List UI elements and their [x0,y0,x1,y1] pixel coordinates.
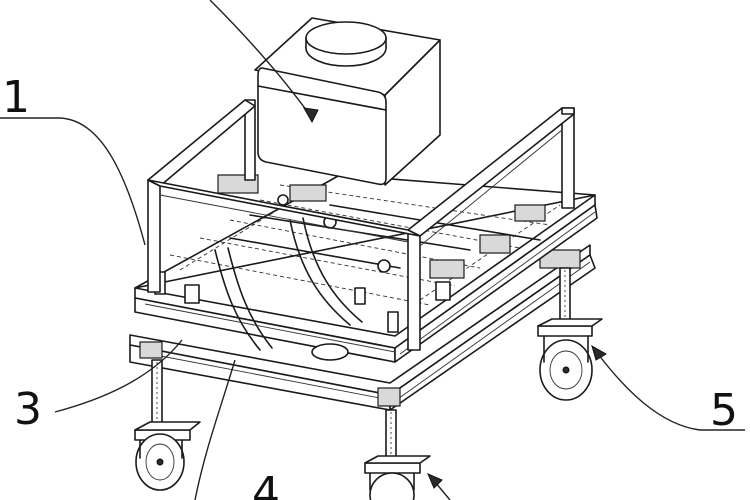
callout-4: 4 [252,468,280,500]
callout-1: 1 [2,72,30,123]
callout-5: 5 [710,385,738,436]
upper-guard-frame [147,99,575,351]
liquid-tank [254,17,441,186]
callout-labels: 1 3 4 5 [2,72,738,500]
caster-rear-right [537,318,603,401]
caster-front-left [134,421,201,491]
lower-base-frame [129,244,596,411]
callout-3: 3 [14,384,42,435]
caster-front-right [364,455,431,500]
